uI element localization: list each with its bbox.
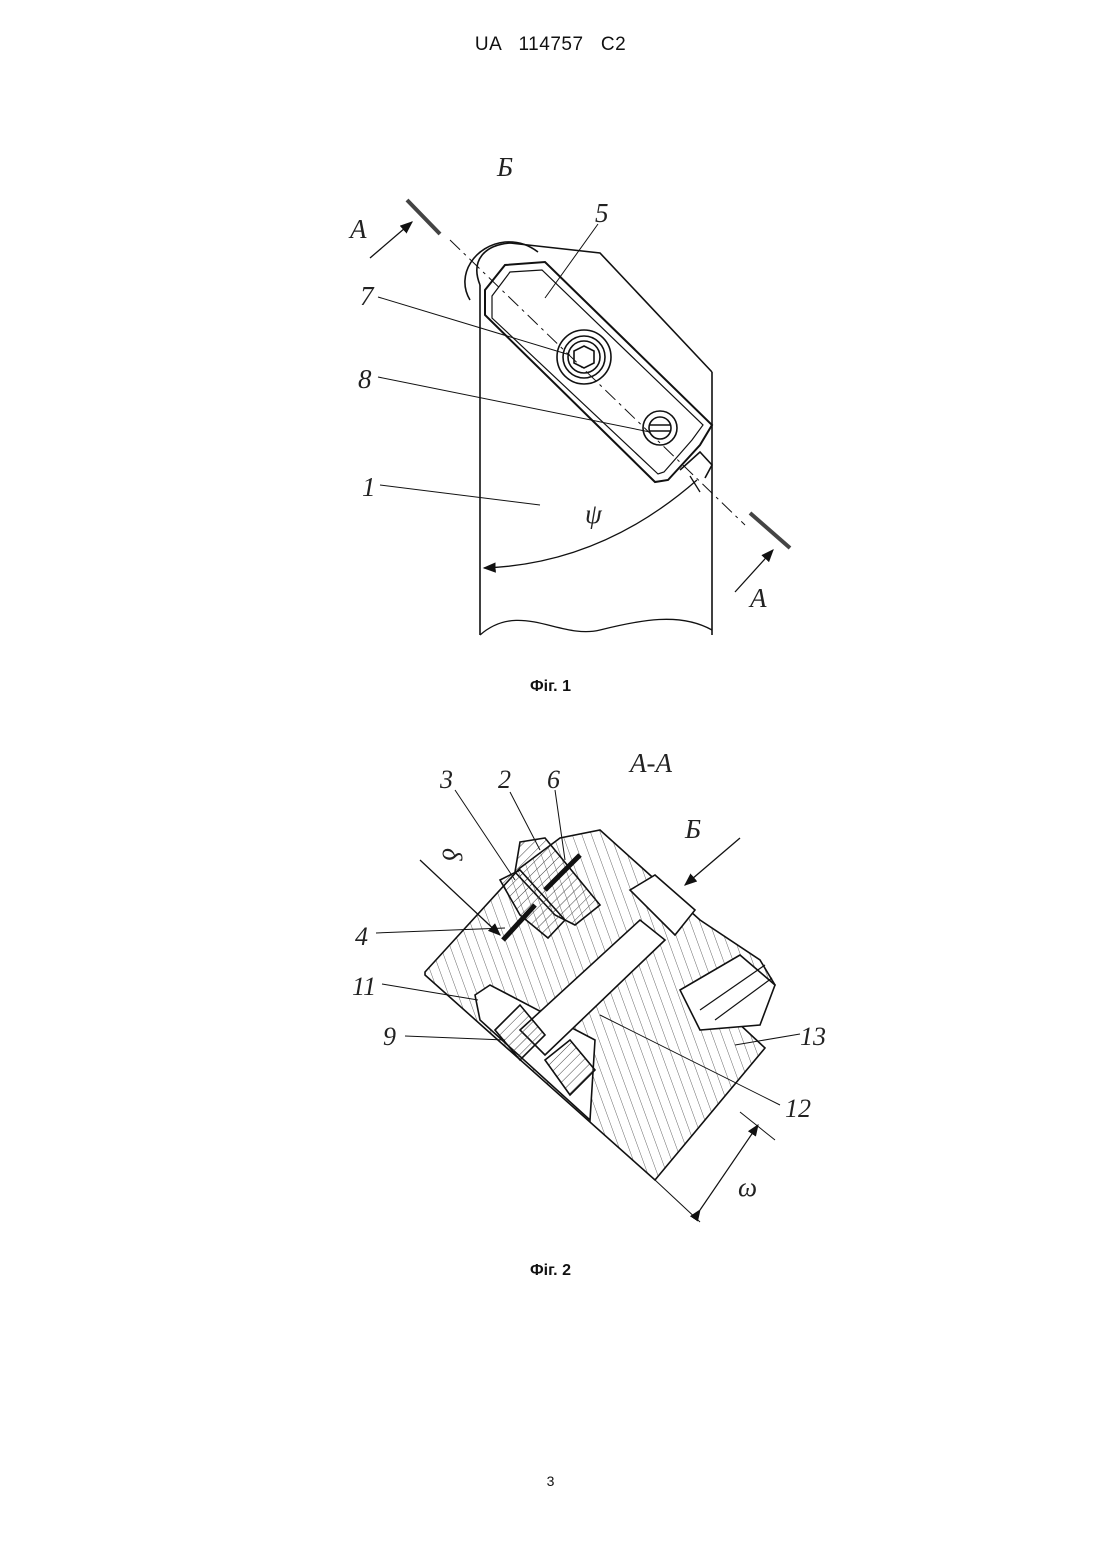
callout-11: 11	[352, 972, 376, 1001]
callout-1: 1	[362, 472, 376, 502]
leader-3	[455, 790, 515, 880]
insert-plate-inner	[492, 270, 703, 474]
leader-8	[378, 377, 650, 432]
callout-7: 7	[360, 281, 375, 311]
section-label-a-bottom: А	[748, 583, 767, 613]
callout-5: 5	[595, 198, 609, 228]
tool-body-break-line	[480, 619, 712, 635]
screw-7	[557, 330, 611, 384]
callout-6: 6	[547, 765, 560, 794]
leader-1	[380, 485, 540, 505]
view-label-b-fig1: Б	[496, 152, 513, 182]
page-number: 3	[0, 1473, 1101, 1489]
callout-3: 3	[439, 765, 453, 794]
view-label-b-fig2: Б	[684, 814, 701, 844]
omega-extension-1	[655, 1180, 700, 1222]
leader-9	[405, 1036, 505, 1040]
callout-12: 12	[785, 1094, 811, 1123]
section-title-aa: А-А	[628, 748, 672, 778]
section-mark-top	[407, 200, 440, 234]
figure-1-caption: Фіг. 1	[0, 678, 1101, 696]
leader-7	[378, 297, 570, 355]
delta-arrow	[420, 860, 500, 935]
cutting-tip	[680, 452, 712, 478]
angle-delta-label: δ	[437, 848, 467, 861]
figure-2-caption: Фіг. 2	[0, 1262, 1101, 1280]
callout-4: 4	[355, 922, 368, 951]
callout-9: 9	[383, 1022, 396, 1051]
callout-2: 2	[498, 765, 511, 794]
section-arrow-top	[370, 222, 412, 258]
pin-8	[643, 411, 677, 445]
angle-omega-label: ω	[738, 1172, 757, 1202]
section-mark-bottom	[750, 513, 790, 548]
angle-psi-label: ψ	[585, 499, 603, 529]
callout-13: 13	[800, 1022, 826, 1051]
figure-1	[370, 200, 790, 635]
section-line-aa	[450, 240, 745, 525]
section-label-a-top: А	[348, 214, 367, 244]
callout-8: 8	[358, 364, 372, 394]
view-arrow-b	[685, 838, 740, 885]
